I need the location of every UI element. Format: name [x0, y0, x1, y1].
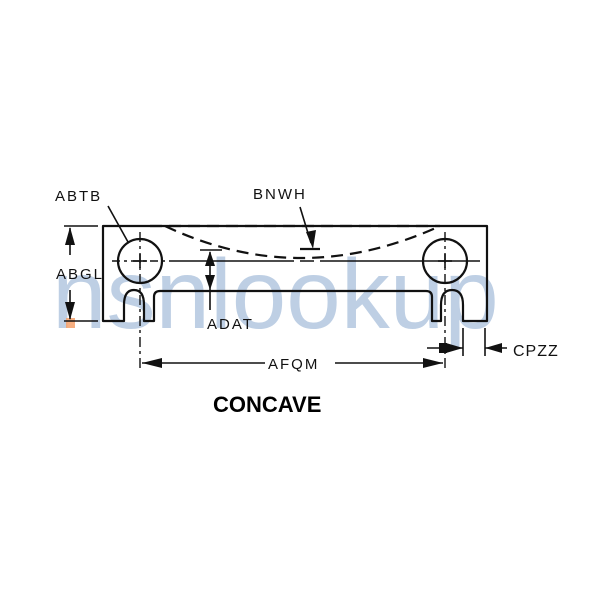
- dimension-abgl: [64, 225, 98, 322]
- dimension-cpzz: [427, 328, 507, 356]
- left-hole: [116, 237, 164, 285]
- label-bnwh: BNWH: [253, 186, 307, 203]
- concave-hidden-lines: [150, 224, 441, 260]
- dimension-afqm: [142, 358, 443, 368]
- right-hole: [421, 237, 469, 285]
- dimension-adat: [200, 249, 222, 310]
- label-abtb: ABTB: [55, 188, 102, 205]
- concave-curve: [164, 224, 441, 260]
- leader-bnwh: [299, 206, 320, 251]
- leader-abtb: [107, 205, 129, 243]
- label-afqm: AFQM: [268, 356, 319, 373]
- diagram-caption: CONCAVE: [213, 392, 321, 417]
- label-abgl: ABGL: [56, 266, 104, 283]
- part-outline: [101, 224, 489, 323]
- label-cpzz: CPZZ: [513, 343, 559, 360]
- watermark-accent-dot: [66, 318, 75, 328]
- label-adat: ADAT: [207, 316, 254, 333]
- holes: [116, 237, 469, 285]
